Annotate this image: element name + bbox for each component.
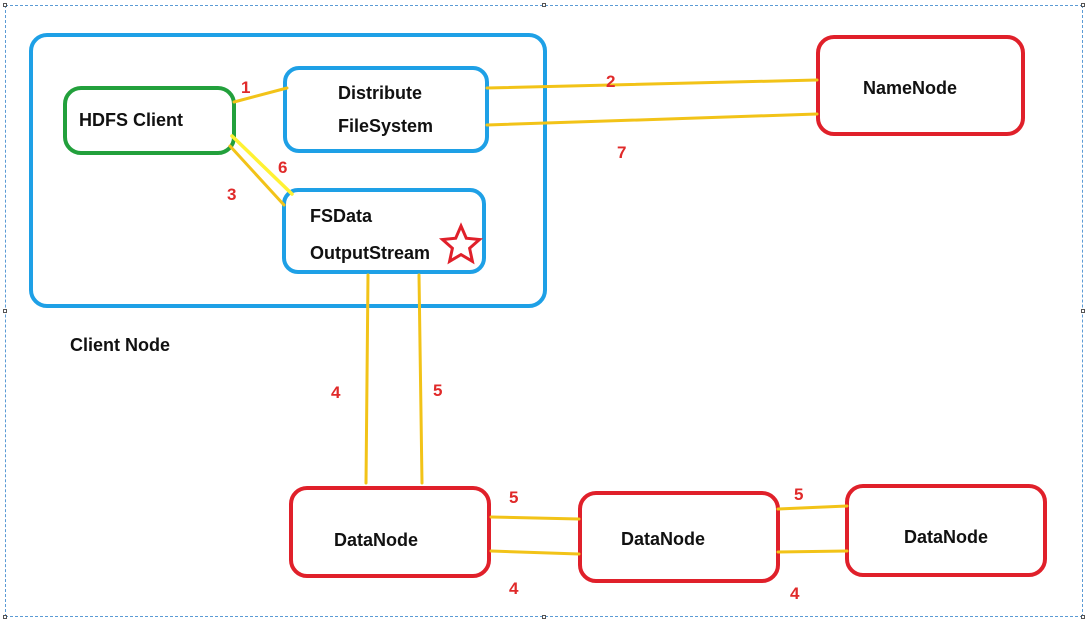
resize-handle[interactable] (3, 615, 7, 619)
datanode-label: DataNode (904, 527, 989, 547)
connector-line-5 (417, 273, 424, 485)
datanode-box (578, 491, 780, 583)
connector-line-dn1-dn2-top (489, 515, 581, 521)
resize-handle[interactable] (3, 309, 7, 313)
connector-line-3 (228, 144, 286, 207)
datanode-label: DataNode (334, 530, 419, 550)
connector-line-6 (230, 134, 294, 196)
resize-handle[interactable] (542, 3, 546, 7)
distribute-filesystem-box (283, 66, 489, 153)
step-number-5: 5 (509, 488, 519, 507)
connector-line-dn2-dn3-bottom (776, 549, 849, 554)
namenode-box (816, 35, 1025, 136)
step-number-3: 3 (227, 185, 237, 204)
step-number-4: 4 (509, 579, 519, 598)
step-number-4: 4 (331, 383, 341, 402)
connector-line-2 (485, 78, 819, 90)
step-number-1: 1 (241, 78, 251, 97)
step-number-6: 6 (278, 158, 288, 177)
hdfs-client-label: HDFS Client (79, 110, 184, 130)
connector-line-dn2-dn3-top (776, 504, 849, 511)
resize-handle[interactable] (542, 615, 546, 619)
hdfs-client-box (63, 86, 236, 155)
star-icon (438, 222, 484, 265)
namenode-label: NameNode (863, 78, 958, 98)
datanode-label: DataNode (621, 529, 706, 549)
resize-handle[interactable] (1081, 3, 1085, 7)
step-number-7: 7 (617, 143, 627, 162)
connector-line-7 (485, 112, 819, 127)
datanode-box (845, 484, 1047, 577)
connector-line-4 (364, 273, 370, 485)
distribute-filesystem-line2: FileSystem (338, 116, 434, 136)
connector-line-dn1-dn2-bottom (489, 549, 581, 556)
step-number-4: 4 (790, 584, 800, 603)
resize-handle[interactable] (3, 3, 7, 7)
fsdata-outputstream-line2: OutputStream (310, 243, 431, 263)
client-node-label: Client Node (70, 335, 171, 355)
fsdata-outputstream-line1: FSData (310, 206, 373, 226)
step-number-5: 5 (794, 485, 804, 504)
step-number-2: 2 (606, 72, 616, 91)
connector-line-1 (232, 86, 289, 104)
step-number-5: 5 (433, 381, 443, 400)
resize-handle[interactable] (1081, 309, 1085, 313)
resize-handle[interactable] (1081, 615, 1085, 619)
datanode-box (289, 486, 491, 578)
distribute-filesystem-line1: Distribute (338, 83, 423, 103)
